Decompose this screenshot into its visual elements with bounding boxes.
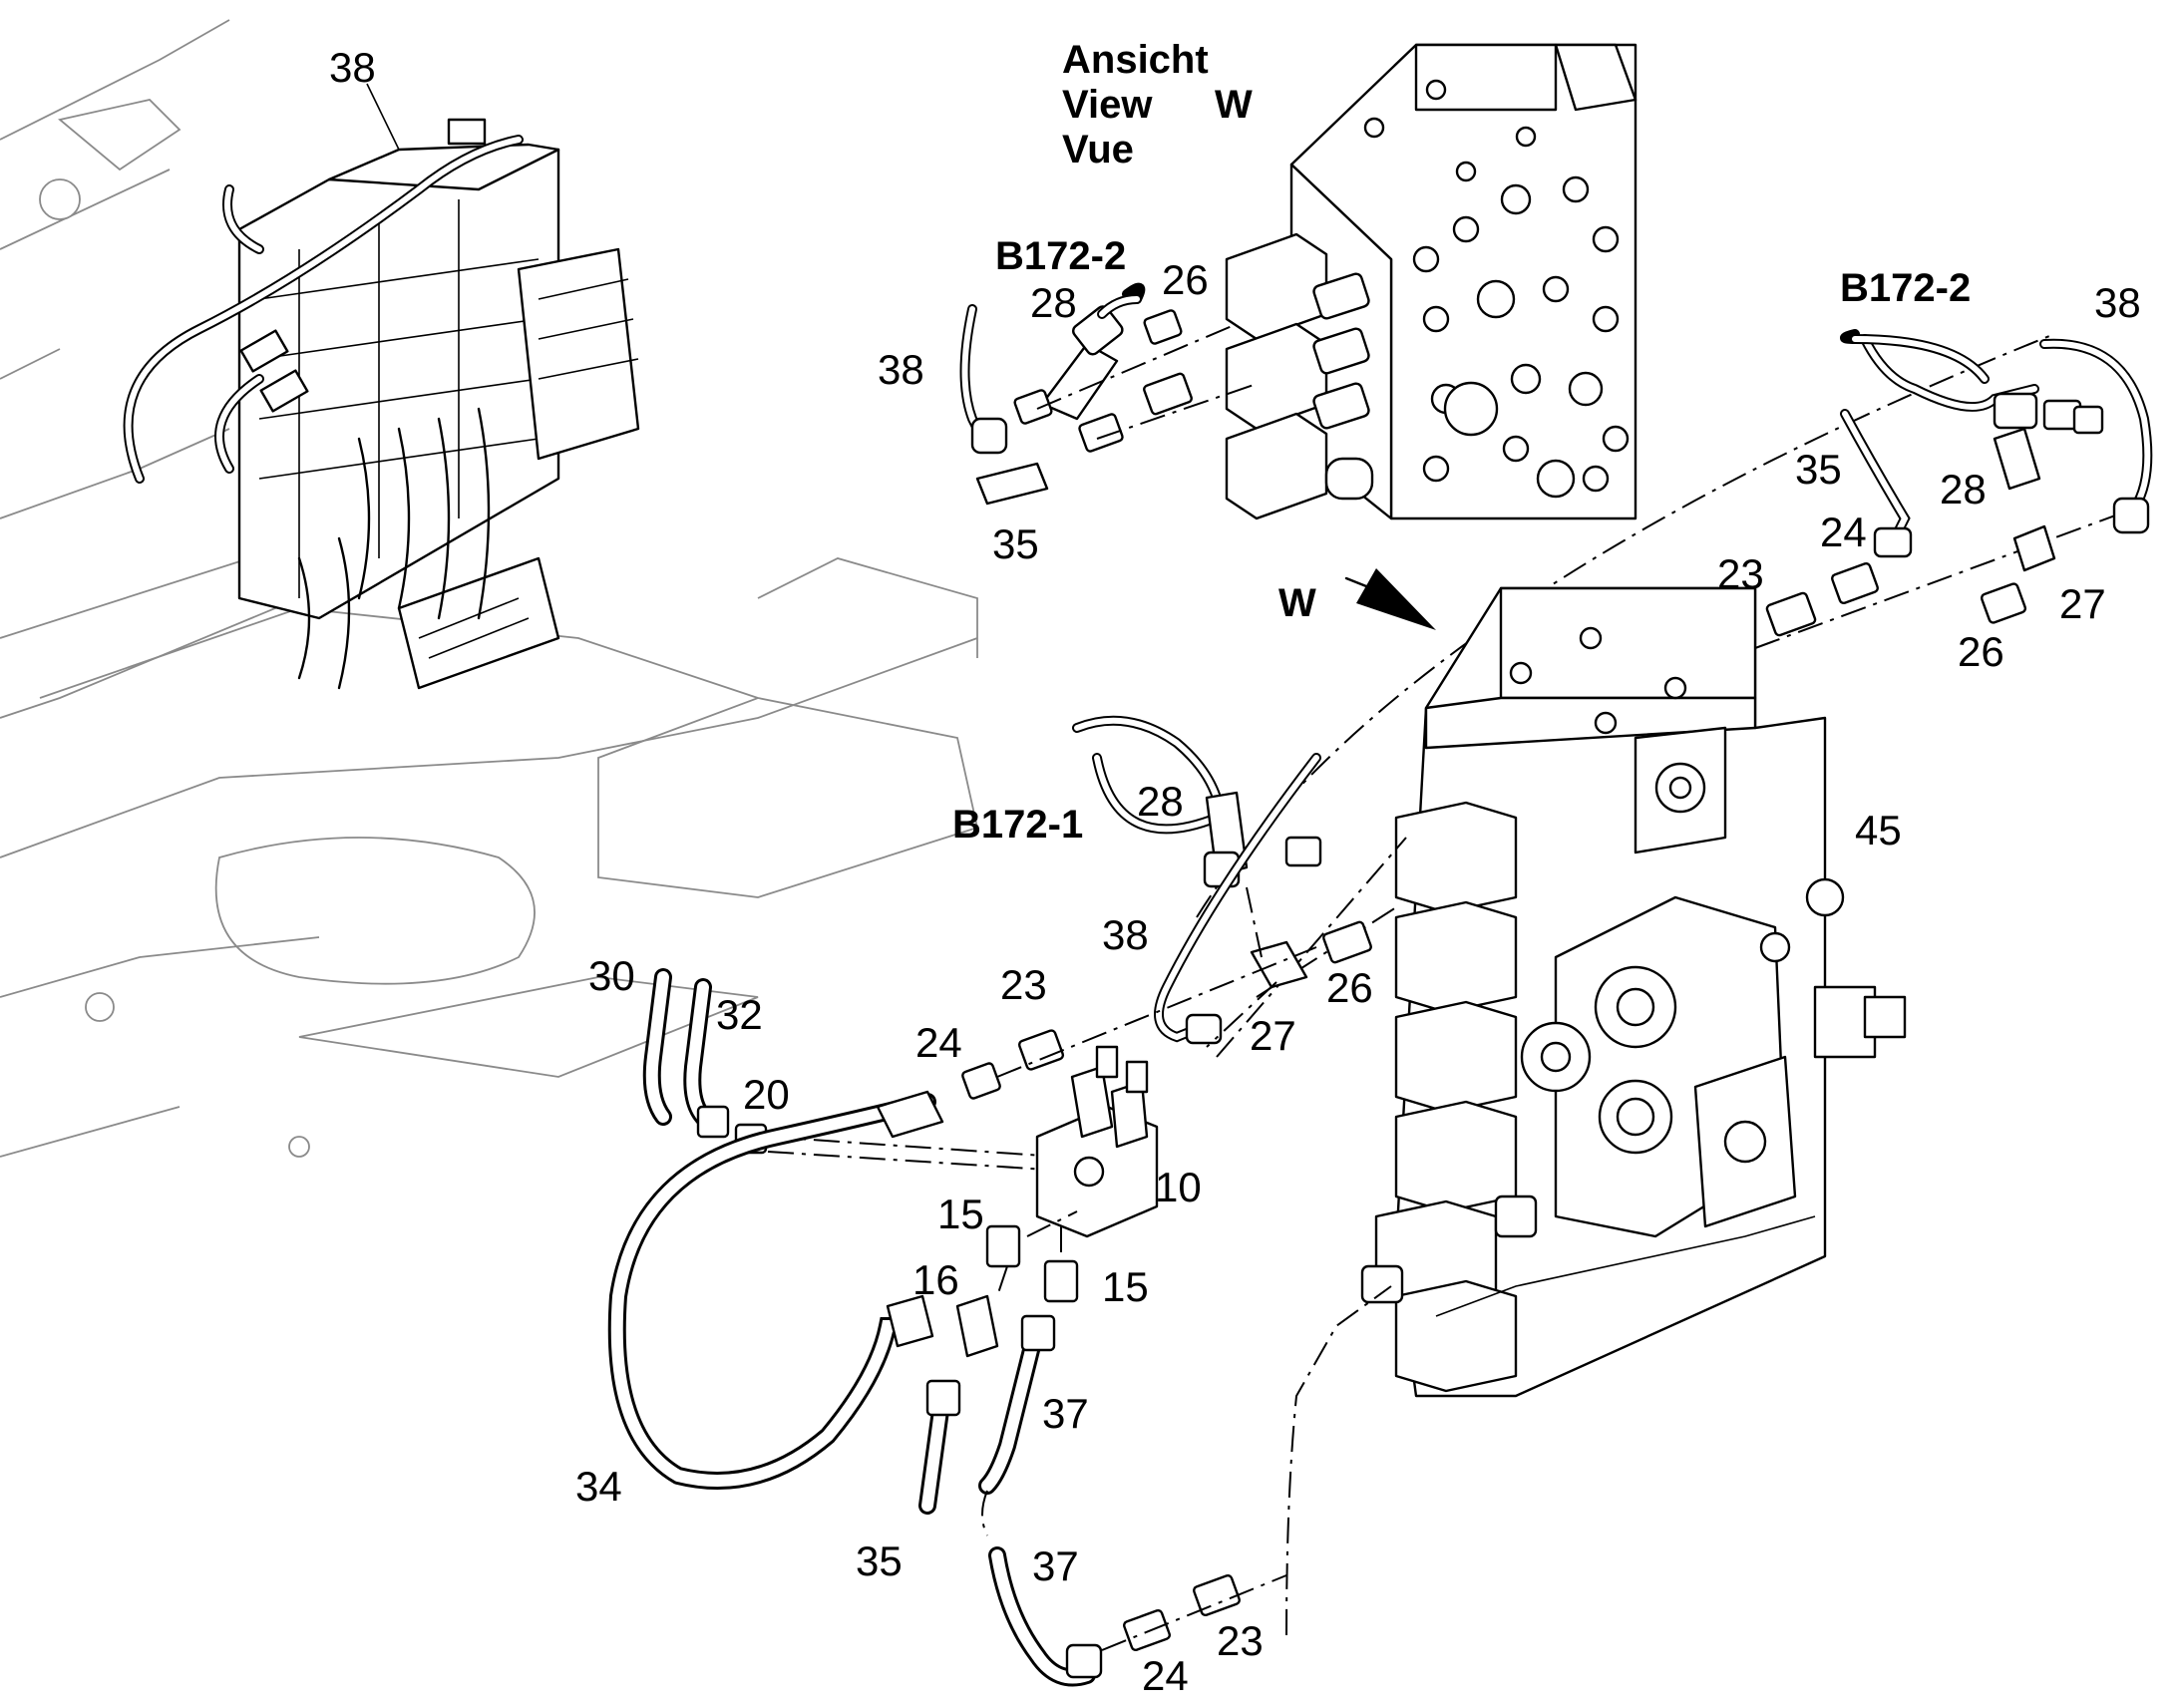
detail-hose-38 — [959, 304, 1008, 455]
view-w-detail: Ansicht View Vue W — [878, 38, 1637, 567]
callout-23-left: 23 — [1000, 961, 1047, 1008]
callout-26-detail: 26 — [1162, 256, 1209, 303]
callout-24-bottom: 24 — [1142, 1652, 1189, 1699]
machine-overview-drawing: 38 — [0, 19, 979, 1158]
callout-26-main: 26 — [1326, 964, 1373, 1011]
callout-35-left: 35 — [856, 1537, 903, 1584]
callout-28-right: 28 — [1940, 466, 1987, 512]
view-note-vue: Vue — [1062, 128, 1134, 171]
view-arrow-label: W — [1278, 581, 1316, 625]
callout-10: 10 — [1155, 1164, 1202, 1210]
callout-38-right: 38 — [2094, 279, 2141, 326]
callout-24-right: 24 — [1820, 509, 1867, 555]
view-note-view: View — [1062, 83, 1153, 127]
callout-30: 30 — [588, 952, 635, 999]
main-valve-cap-top — [1509, 626, 1687, 735]
fittings-bottom — [1101, 1573, 1287, 1652]
main-valve-pilot-caps — [1360, 801, 1518, 1393]
port-holes — [1412, 175, 1630, 499]
view-note: Ansicht View Vue W — [1062, 38, 1253, 171]
b172-1-hose-38 — [1154, 753, 1321, 1045]
callout-16: 16 — [912, 1256, 959, 1303]
callout-26-right: 26 — [1958, 628, 2004, 675]
sensor-label-b172-2-detail: B172-2 — [995, 234, 1126, 278]
callout-28-main: 28 — [1137, 778, 1184, 825]
callout-45-main: 45 — [1855, 807, 1902, 854]
hoses-35-37 — [918, 1314, 1103, 1687]
view-note-letter: W — [1215, 83, 1253, 127]
view-arrow-head — [1356, 568, 1436, 630]
hoses-30-32 — [642, 968, 768, 1155]
callout-27-right: 27 — [2059, 580, 2106, 627]
callout-15a: 15 — [937, 1191, 984, 1237]
left-fitting-group: 30 32 20 24 23 10 15 15 16 37 34 35 37 2… — [575, 946, 1317, 1699]
callout-38-main: 38 — [1102, 911, 1149, 958]
valve-block-overview — [237, 143, 640, 690]
callout-32: 32 — [716, 991, 763, 1038]
control-valve-block-side-view — [1225, 43, 1637, 520]
overview-sensor-wires — [123, 118, 524, 484]
sensor-label-b172-1: B172-1 — [952, 803, 1083, 847]
callout-23-bottom: 23 — [1217, 1617, 1264, 1664]
machine-frame — [0, 19, 979, 1158]
view-note-ansicht: Ansicht — [1062, 38, 1209, 82]
right-hose-35 — [1840, 409, 1913, 558]
detail-sensor-b172-2 — [1013, 282, 1183, 425]
callout-35-right: 35 — [1795, 446, 1842, 493]
view-arrow-w: W — [1278, 568, 1436, 630]
callout-20: 20 — [743, 1071, 790, 1118]
right-sensor-group: B172-2 38 35 28 24 23 27 26 — [1196, 266, 2153, 918]
b172-1-wire — [1072, 715, 1222, 835]
bolts-top — [1363, 79, 1537, 182]
callout-34: 34 — [575, 1463, 622, 1510]
sensor-b172-1-group: B172-1 28 38 26 27 45 — [952, 715, 1902, 1059]
detail-fittings — [975, 323, 1258, 506]
main-valve-pump-flange — [1520, 877, 1907, 1238]
main-control-valve — [1216, 586, 1907, 1636]
sensor-label-b172-2-right: B172-2 — [1840, 266, 1971, 310]
right-wire-harness — [1840, 329, 2153, 513]
callout-15b: 15 — [1102, 1263, 1149, 1310]
callout-35-detail: 35 — [992, 520, 1039, 567]
callout-38-detail: 38 — [878, 346, 924, 393]
callout-27-main: 27 — [1250, 1012, 1296, 1059]
fittings-15-16 — [955, 1210, 1079, 1358]
pilot-caps — [1225, 232, 1374, 520]
callout-37b: 37 — [1032, 1542, 1079, 1589]
valve-10 — [1035, 1045, 1159, 1238]
callout-28-detail: 28 — [1030, 279, 1077, 326]
callout-38-overview: 38 — [329, 44, 376, 91]
overview-38-leader — [366, 83, 400, 151]
callout-24-left: 24 — [915, 1019, 962, 1066]
callout-37a: 37 — [1042, 1390, 1089, 1437]
hose-34 — [607, 1090, 944, 1490]
